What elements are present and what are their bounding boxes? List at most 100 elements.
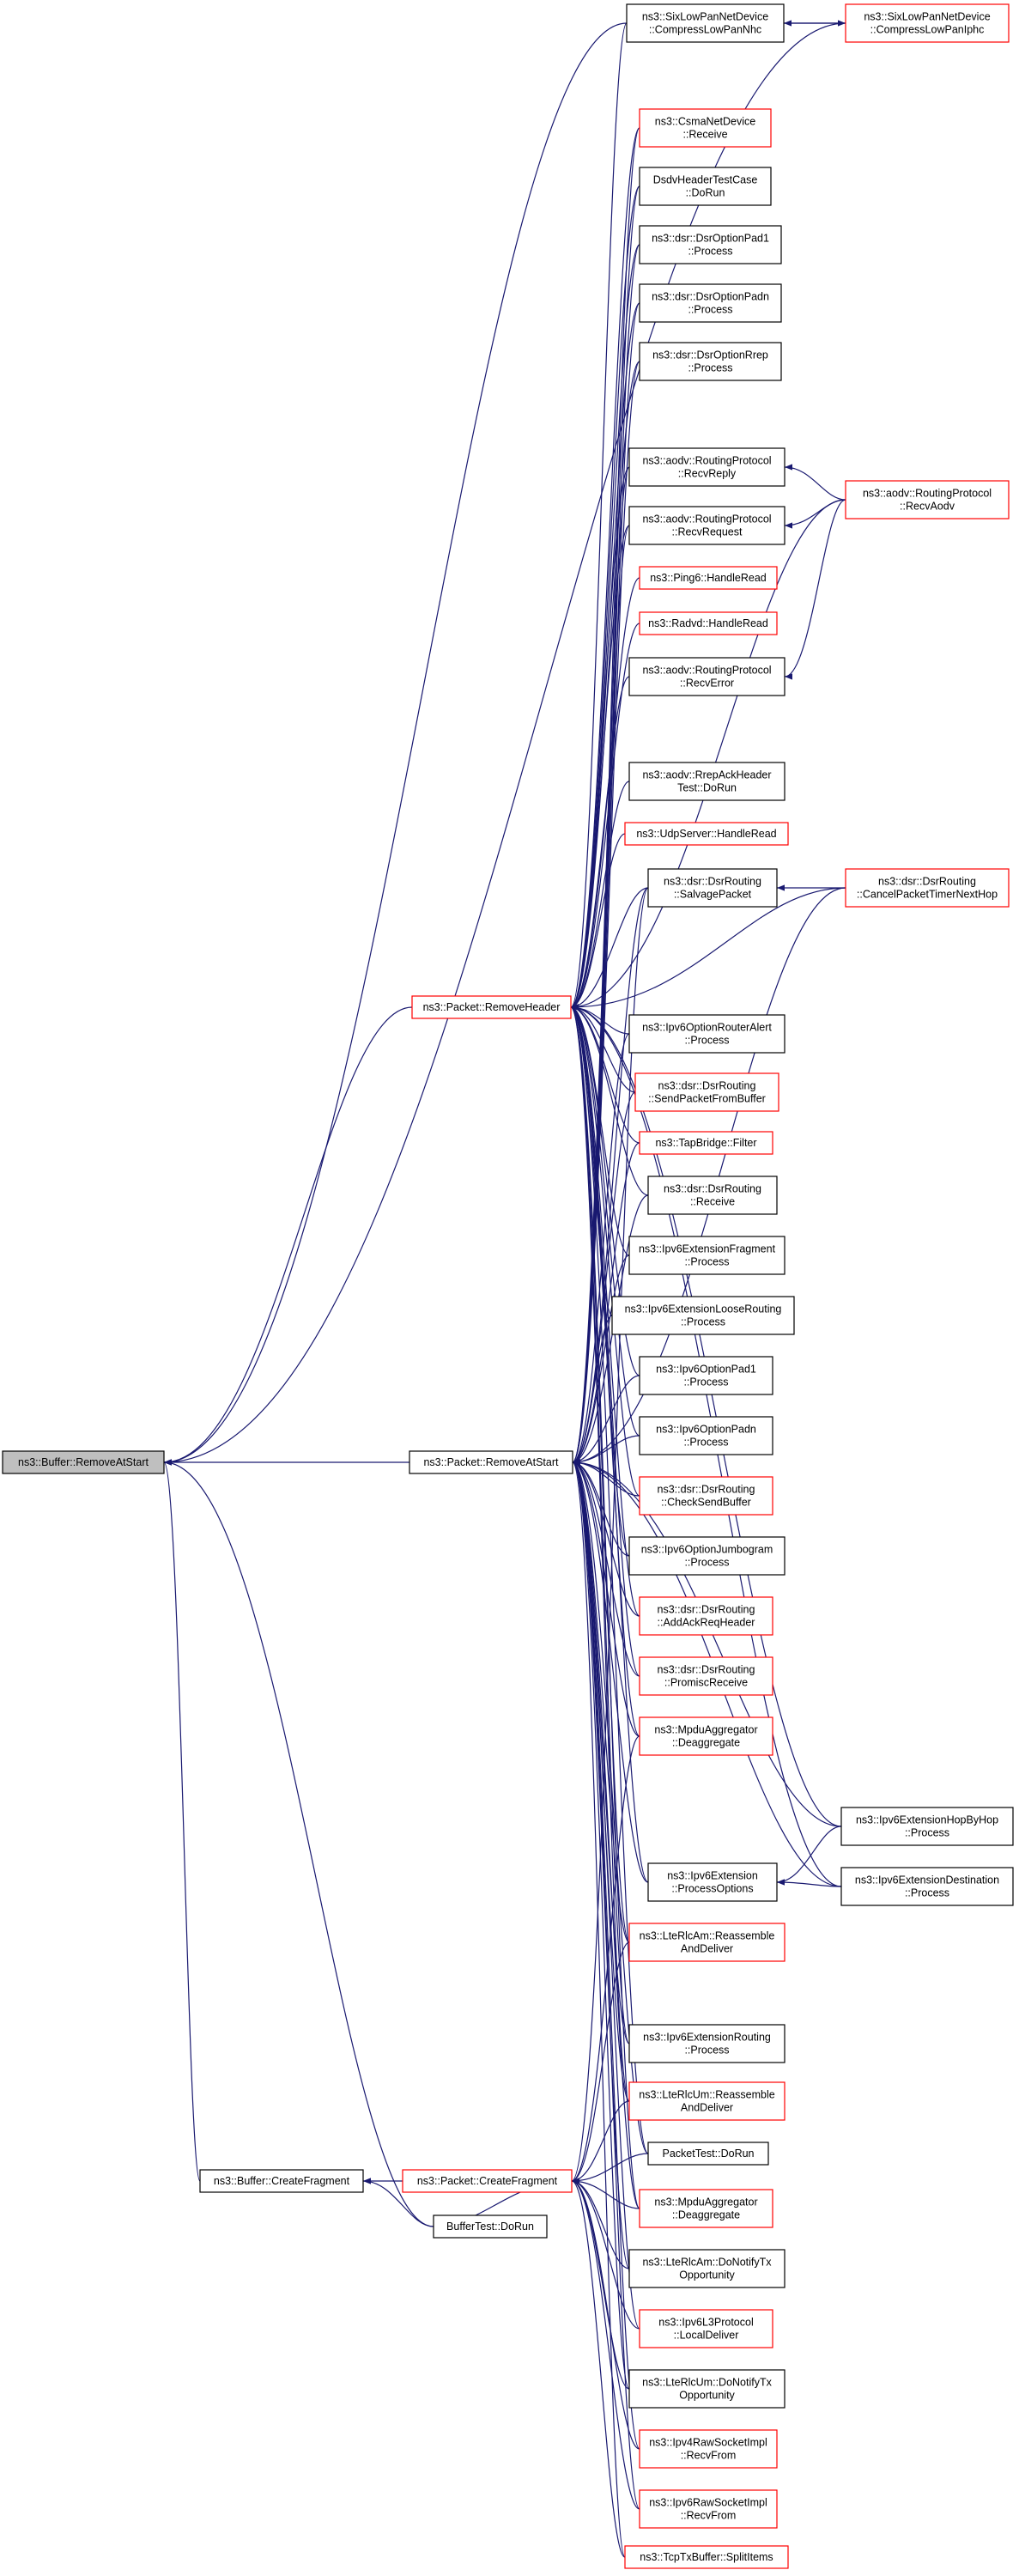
graph-node-root[interactable]: ns3::Buffer::RemoveAtStart bbox=[2, 1450, 165, 1474]
node-box bbox=[639, 1416, 773, 1455]
graph-node-extLoose[interactable]: ns3::Ipv6ExtensionLooseRouting::Process bbox=[611, 1296, 795, 1335]
node-box bbox=[840, 1867, 1014, 1906]
node-label: ns3::Ipv6ExtensionLooseRouting bbox=[625, 1303, 782, 1315]
graph-node-jumbogram[interactable]: ns3::Ipv6OptionJumbogram::Process bbox=[628, 1536, 785, 1576]
node-box bbox=[628, 1236, 785, 1275]
graph-node-pad1[interactable]: ns3::dsr::DsrOptionPad1::Process bbox=[639, 225, 782, 264]
node-box bbox=[628, 1014, 785, 1054]
graph-node-extFragment[interactable]: ns3::Ipv6ExtensionFragment::Process bbox=[628, 1236, 785, 1275]
node-label: ::Receive bbox=[682, 129, 727, 141]
graph-node-sixNhc[interactable]: ns3::SixLowPanNetDevice::CompressLowPanN… bbox=[626, 3, 785, 43]
graph-node-rrep[interactable]: ns3::dsr::DsrOptionRrep::Process bbox=[639, 342, 782, 381]
call-edge bbox=[163, 1006, 413, 1466]
node-label: DsdvHeaderTestCase bbox=[653, 174, 758, 186]
graph-node-checkSend[interactable]: ns3::dsr::DsrRouting::CheckSendBuffer bbox=[639, 1476, 773, 1516]
graph-node-padn[interactable]: ns3::dsr::DsrOptionPadn::Process bbox=[639, 283, 782, 323]
call-edge bbox=[784, 464, 846, 501]
node-box bbox=[845, 3, 1010, 43]
node-box bbox=[639, 1131, 773, 1155]
node-label: ns3::dsr::DsrOptionPad1 bbox=[652, 233, 769, 245]
call-edge bbox=[572, 1459, 630, 2390]
graph-node-extRouting[interactable]: ns3::Ipv6ExtensionRouting::Process bbox=[628, 2024, 785, 2063]
graph-node-hopByHop[interactable]: ns3::Ipv6ExtensionHopByHop::Process bbox=[840, 1807, 1014, 1846]
node-box bbox=[639, 2489, 778, 2529]
graph-node-salvage[interactable]: ns3::dsr::DsrRouting::SalvagePacket bbox=[647, 868, 778, 908]
node-box bbox=[628, 2369, 785, 2409]
graph-node-pktRemoveAtStart[interactable]: ns3::Packet::RemoveAtStart bbox=[409, 1450, 573, 1474]
graph-node-radvd[interactable]: ns3::Radvd::HandleRead bbox=[639, 611, 778, 635]
graph-node-dsdv[interactable]: DsdvHeaderTestCase::DoRun bbox=[639, 167, 772, 206]
call-edge bbox=[572, 1459, 630, 1943]
graph-node-addAck[interactable]: ns3::dsr::DsrRouting::AddAckReqHeader bbox=[639, 1596, 773, 1636]
call-edge bbox=[572, 1459, 640, 2510]
call-edge bbox=[570, 22, 628, 1011]
graph-node-bufferTest[interactable]: BufferTest::DoRun bbox=[433, 2215, 548, 2239]
graph-node-pktCreateFragment[interactable]: ns3::Packet::CreateFragment bbox=[402, 2169, 573, 2193]
graph-node-l3Local[interactable]: ns3::Ipv6L3Protocol::LocalDeliver bbox=[639, 2309, 773, 2348]
graph-node-csma[interactable]: ns3::CsmaNetDevice::Receive bbox=[639, 108, 772, 148]
node-box bbox=[639, 1596, 773, 1636]
node-label: ::Process bbox=[684, 1256, 729, 1268]
graph-node-bufCreateFragment[interactable]: ns3::Buffer::CreateFragment bbox=[199, 2169, 364, 2193]
graph-node-mpdu1[interactable]: ns3::MpduAggregator::Deaggregate bbox=[639, 1716, 773, 1756]
graph-node-cancelTimer[interactable]: ns3::dsr::DsrRouting::CancelPacketTimerN… bbox=[845, 868, 1010, 908]
node-box bbox=[639, 283, 782, 323]
graph-node-v6padn[interactable]: ns3::Ipv6OptionPadn::Process bbox=[639, 1416, 773, 1455]
node-box bbox=[840, 1807, 1014, 1846]
call-edge bbox=[572, 1459, 649, 1883]
call-edge bbox=[163, 1459, 201, 2182]
graph-node-recvReply[interactable]: ns3::aodv::RoutingProtocol::RecvReply bbox=[628, 447, 785, 487]
graph-node-udpServer[interactable]: ns3::UdpServer::HandleRead bbox=[624, 822, 789, 846]
node-label: ns3::Ipv6L3Protocol bbox=[658, 2317, 754, 2329]
node-label: ns3::TcpTxBuffer::SplitItems bbox=[640, 2551, 773, 2563]
call-edge bbox=[570, 1004, 640, 1497]
graph-node-extDest[interactable]: ns3::Ipv6ExtensionDestination::Process bbox=[840, 1867, 1014, 1906]
node-box bbox=[639, 566, 778, 590]
node-label: ::CompressLowPanIphc bbox=[870, 24, 985, 36]
graph-node-ping6[interactable]: ns3::Ping6::HandleRead bbox=[639, 566, 778, 590]
call-edge bbox=[571, 2178, 630, 2269]
node-label: ::RecvFrom bbox=[681, 2450, 737, 2462]
graph-node-tcpSplit[interactable]: ns3::TcpTxBuffer::SplitItems bbox=[624, 2545, 789, 2569]
node-box bbox=[628, 657, 785, 696]
node-box bbox=[402, 2169, 573, 2193]
graph-node-v6pad1[interactable]: ns3::Ipv6OptionPad1::Process bbox=[639, 1356, 773, 1395]
node-label: AndDeliver bbox=[681, 1943, 733, 1955]
graph-node-removeHeader[interactable]: ns3::Packet::RemoveHeader bbox=[411, 995, 572, 1019]
graph-node-recvError[interactable]: ns3::aodv::RoutingProtocol::RecvError bbox=[628, 657, 785, 696]
graph-node-processOptions[interactable]: ns3::Ipv6Extension::ProcessOptions bbox=[647, 1862, 778, 1902]
graph-node-dsrReceive[interactable]: ns3::dsr::DsrRouting::Receive bbox=[647, 1176, 778, 1215]
graph-node-packetTest[interactable]: PacketTest::DoRun bbox=[647, 2142, 769, 2166]
graph-node-routerAlert[interactable]: ns3::Ipv6OptionRouterAlert::Process bbox=[628, 1014, 785, 1054]
node-box bbox=[628, 2081, 785, 2121]
node-box bbox=[647, 2142, 769, 2166]
graph-node-sixIphc[interactable]: ns3::SixLowPanNetDevice::CompressLowPanI… bbox=[845, 3, 1010, 43]
graph-node-sendFromBuffer[interactable]: ns3::dsr::DsrRouting::SendPacketFromBuff… bbox=[634, 1072, 779, 1112]
node-box bbox=[639, 2189, 773, 2228]
node-label: ::PromiscReceive bbox=[664, 1677, 748, 1689]
graph-node-mpdu2[interactable]: ns3::MpduAggregator::Deaggregate bbox=[639, 2189, 773, 2228]
graph-node-raw6[interactable]: ns3::Ipv6RawSocketImpl::RecvFrom bbox=[639, 2489, 778, 2529]
node-label: ns3::LteRlcUm::DoNotifyTx bbox=[642, 2377, 772, 2389]
node-label: ::RecvRequest bbox=[672, 526, 743, 538]
node-label: ns3::Ipv6OptionRouterAlert bbox=[642, 1022, 772, 1034]
graph-node-recvRequest[interactable]: ns3::aodv::RoutingProtocol::RecvRequest bbox=[628, 506, 785, 545]
node-label: ns3::dsr::DsrRouting bbox=[664, 1183, 761, 1195]
node-label: ns3::Ipv6Extension bbox=[667, 1870, 758, 1882]
graph-node-raw4[interactable]: ns3::Ipv4RawSocketImpl::RecvFrom bbox=[639, 2429, 778, 2469]
node-box bbox=[639, 2309, 773, 2348]
graph-node-tapFilter[interactable]: ns3::TapBridge::Filter bbox=[639, 1131, 773, 1155]
node-label: ::DoRun bbox=[686, 187, 725, 199]
node-label: ns3::Ping6::HandleRead bbox=[650, 572, 767, 584]
node-label: ns3::Ipv6ExtensionDestination bbox=[855, 1874, 999, 1886]
graph-node-recvAodv[interactable]: ns3::aodv::RoutingProtocol::RecvAodv bbox=[845, 480, 1010, 519]
graph-node-promisc[interactable]: ns3::dsr::DsrRouting::PromiscReceive bbox=[639, 1656, 773, 1696]
node-label: ::RecvReply bbox=[678, 468, 737, 480]
call-edge bbox=[572, 1459, 640, 1677]
